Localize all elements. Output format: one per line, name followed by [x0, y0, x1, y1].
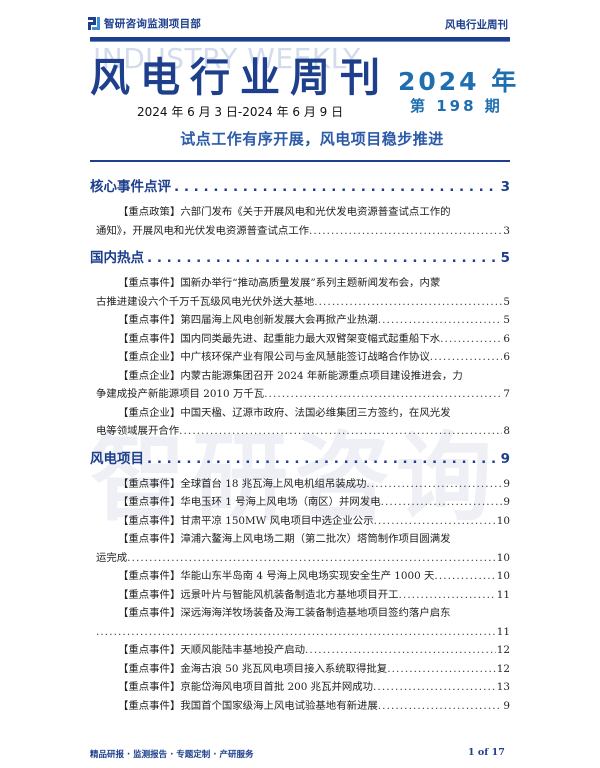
running-header: 智研咨询监测项目部 风电行业周刊 — [88, 14, 508, 34]
dot-leader — [96, 623, 496, 642]
header-divider — [90, 37, 510, 42]
dot-leader — [174, 177, 498, 197]
dot-leader — [314, 293, 502, 312]
brand-logo-icon — [88, 17, 100, 30]
footer-services: 精品研报 · 监测报告 · 专题定制 · 产研服务 — [90, 750, 254, 760]
toc-entry[interactable]: 【重点企业】中广核环保产业有限公司与金风慧能签订战略合作协议6 — [90, 348, 510, 367]
toc-entry[interactable]: 【重点事件】深远海海洋牧场装备及海工装备制造基地项目签约落户启东 11 — [90, 604, 510, 641]
issue-subtitle: 试点工作有序开展，风电项目稳步推进 — [180, 130, 444, 148]
toc-section-core-events[interactable]: 核心事件点评 3 — [90, 177, 510, 197]
toc-entry[interactable]: 【重点事件】华电玉环 1 号海上风电场（南区）并网发电9 — [90, 493, 510, 512]
dot-leader — [434, 567, 495, 586]
publication-year: 2024 年 — [398, 67, 520, 96]
toc-entry[interactable]: 【重点企业】内蒙古能源集团召开 2024 年新能源重点项目建设推进会，力 争建成… — [90, 367, 510, 404]
dot-leader — [387, 660, 496, 679]
toc-section-wind-projects[interactable]: 风电项目 9 — [90, 449, 510, 469]
toc-section-title: 国内热点 — [90, 250, 144, 266]
dot-leader — [366, 475, 502, 494]
dot-leader — [440, 330, 502, 349]
toc-section-title: 风电项目 — [90, 450, 144, 467]
toc-entry[interactable]: 【重点事件】甘肃平凉 150MW 风电项目中选企业公示10 — [90, 512, 510, 531]
dot-leader — [399, 586, 496, 605]
toc-section-page: 3 — [500, 179, 510, 195]
toc-entry[interactable]: 【重点事件】金海古浪 50 兆瓦风电项目接入系统取得批复12 — [90, 660, 510, 679]
toc-entry[interactable]: 【重点事件】国新办举行“推动高质量发展”系列主题新闻发布会，内蒙 古推进建设六个… — [90, 274, 510, 311]
dot-leader — [378, 311, 503, 330]
dot-leader — [147, 248, 498, 268]
dot-leader — [179, 422, 502, 441]
dot-leader — [147, 449, 498, 469]
publication-title: 风电行业周刊 — [90, 55, 390, 101]
issue-number: 第 198 期 — [410, 97, 503, 115]
toc-section-title: 核心事件点评 — [90, 179, 171, 195]
dot-leader — [127, 549, 496, 568]
ghost-english-title: INDUSTRY WEEKLY — [93, 42, 361, 75]
date-range: 2024 年 6 月 3 日-2024 年 6 月 9 日 — [137, 105, 344, 119]
dot-leader — [381, 493, 503, 512]
toc-entry[interactable]: 【重点事件】华能山东半岛南 4 号海上风电场实现安全生产 1000 天10 — [90, 567, 510, 586]
dot-leader — [430, 348, 503, 367]
toc-entry[interactable]: 【重点事件】全球首台 18 兆瓦海上风电机组吊装成功9 — [90, 475, 510, 494]
brand-name: 智研咨询监测项目部 — [104, 18, 202, 30]
dot-leader — [373, 678, 496, 697]
toc-entry[interactable]: 【重点事件】远景叶片与智能风机装备制造北方基地项目开工11 — [90, 586, 510, 605]
toc-entry[interactable]: 【重点事件】第四届海上风电创新发展大会再掀产业热潮5 — [90, 311, 510, 330]
toc-entry[interactable]: 【重点事件】漳浦六鳌海上风电场二期（第二批次）塔筒制作项目圆满发 运完成10 — [90, 530, 510, 567]
toc-entry[interactable]: 【重点事件】国内同类最先进、起重能力最大双臂架变幅式起重船下水6 — [90, 330, 510, 349]
toc-section-page: 5 — [500, 250, 510, 266]
table-of-contents: 核心事件点评 3 【重点政策】六部门发布《关于开展风电和光伏发电资源普查试点工作… — [90, 177, 510, 715]
brand: 智研咨询监测项目部 — [88, 16, 201, 31]
page-indicator: 1 of 17 — [468, 747, 505, 758]
dot-leader — [305, 641, 496, 660]
dot-leader — [378, 697, 503, 716]
dot-leader — [309, 222, 502, 241]
toc-entry[interactable]: 【重点事件】京能岱海风电项目首批 200 兆瓦并网成功13 — [90, 678, 510, 697]
toc-entry[interactable]: 【重点政策】六部门发布《关于开展风电和光伏发电资源普查试点工作的 通知》，开展风… — [90, 203, 510, 240]
dot-leader — [264, 385, 502, 404]
toc-entry[interactable]: 【重点企业】中国天楹、辽源市政府、法国必维集团三方签约，在风光发 电等领域展开合… — [90, 404, 510, 441]
masthead-divider — [90, 160, 510, 162]
toc-section-domestic-hotspots[interactable]: 国内热点 5 — [90, 248, 510, 268]
dot-leader — [374, 512, 496, 531]
running-title: 风电行业周刊 — [445, 19, 508, 31]
toc-entry[interactable]: 【重点事件】天顺风能陆丰基地投产启动12 — [90, 641, 510, 660]
toc-entry[interactable]: 【重点事件】我国首个国家级海上风电试验基地有新进展9 — [90, 697, 510, 716]
toc-section-page: 9 — [500, 450, 510, 467]
